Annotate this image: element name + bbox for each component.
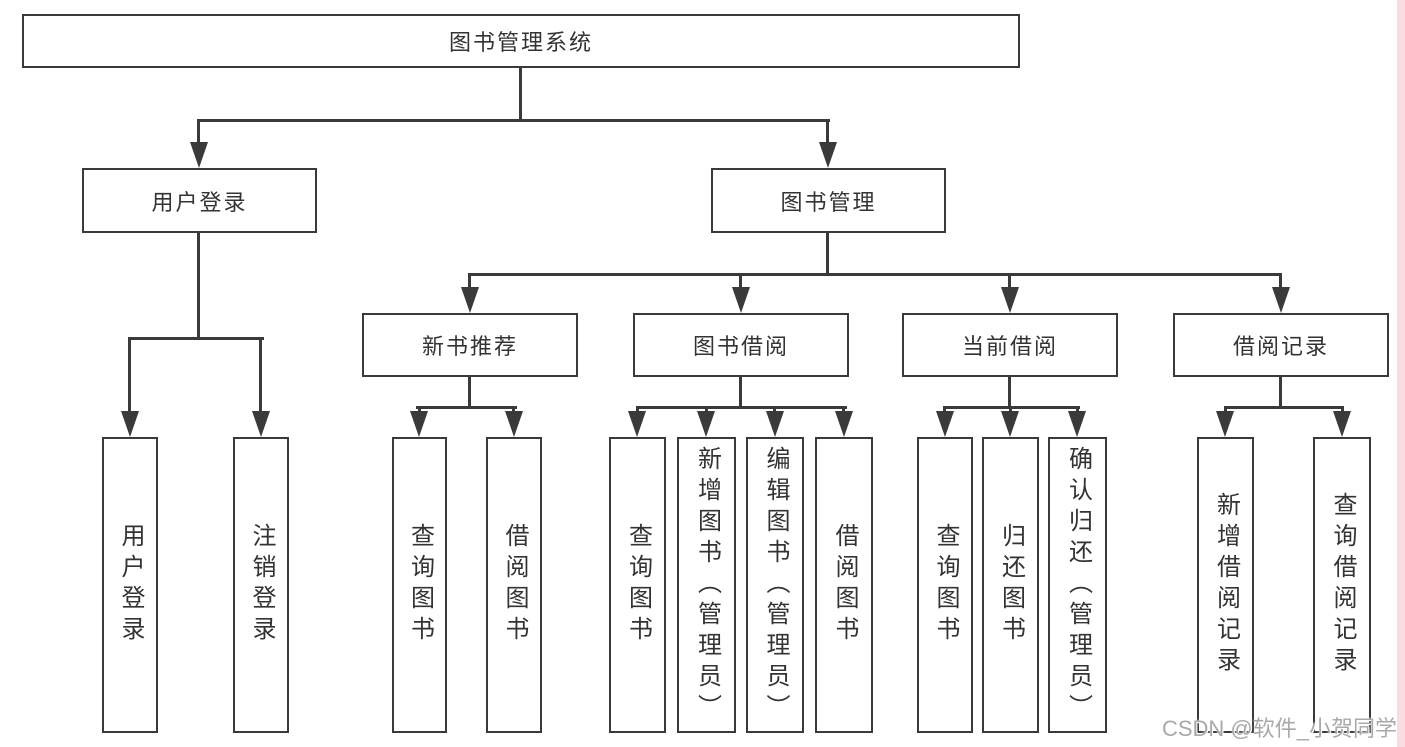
arrow-down-icon — [410, 411, 428, 437]
leaf-user-login-label: 用户登录 — [117, 523, 144, 647]
connector-line — [1008, 274, 1011, 290]
node-current-borrowing: 当前借阅 — [902, 313, 1118, 377]
leaf-return-books: 归还图书 — [982, 437, 1039, 733]
arrow-down-icon — [766, 411, 784, 437]
arrow-down-icon — [461, 287, 479, 313]
arrow-down-icon — [1001, 287, 1019, 313]
node-user-login: 用户登录 — [82, 168, 317, 233]
arrow-down-icon — [1272, 287, 1290, 313]
arrow-down-icon — [1333, 411, 1351, 437]
arrow-down-icon — [1216, 411, 1234, 437]
right-edge-strip — [1397, 0, 1405, 747]
connector-line — [259, 338, 262, 414]
leaf-borrow-books: 借阅图书 — [815, 437, 873, 733]
leaf-logout-label: 注销登录 — [248, 523, 275, 647]
leaf-query-books-current: 查询图书 — [917, 437, 973, 733]
leaf-confirm-return-admin-label: 确认归还（管理员） — [1064, 445, 1092, 725]
leaf-add-books-admin: 新增图书（管理员） — [677, 437, 736, 733]
leaf-borrow-books-newrec-label: 借阅图书 — [501, 523, 528, 647]
csdn-watermark: CSDN @软件_小贺同学 — [1161, 716, 1397, 741]
leaf-query-borrow-record: 查询借阅记录 — [1313, 437, 1371, 733]
leaf-add-borrow-record-label: 新增借阅记录 — [1212, 492, 1240, 678]
connector-line — [1279, 377, 1282, 408]
connector-line — [1008, 377, 1011, 408]
connector-line — [519, 68, 522, 122]
connector-line — [128, 338, 131, 414]
node-book-borrowing: 图书借阅 — [633, 313, 849, 377]
connector-line — [416, 406, 517, 409]
node-book-borrowing-label: 图书借阅 — [692, 334, 789, 359]
leaf-edit-books-admin-label: 编辑图书（管理员） — [762, 445, 789, 725]
arrow-down-icon — [190, 142, 208, 168]
connector-line — [636, 406, 847, 409]
arrow-down-icon — [628, 411, 646, 437]
connector-line — [468, 273, 1282, 276]
leaf-confirm-return-admin: 确认归还（管理员） — [1048, 437, 1107, 733]
leaf-add-borrow-record: 新增借阅记录 — [1197, 437, 1254, 733]
leaf-query-books-borrow-label: 查询图书 — [624, 523, 652, 647]
node-book-management: 图书管理 — [711, 168, 946, 233]
connector-line — [826, 120, 829, 148]
connector-line — [197, 120, 200, 148]
arrow-down-icon — [819, 142, 837, 168]
leaf-return-books-label: 归还图书 — [997, 523, 1025, 647]
arrow-down-icon — [936, 411, 954, 437]
leaf-logout: 注销登录 — [233, 437, 289, 733]
leaf-query-books-current-label: 查询图书 — [932, 523, 959, 647]
connector-line — [1279, 274, 1282, 290]
connector-line — [826, 233, 829, 275]
connector-line — [468, 377, 471, 408]
arrow-down-icon — [835, 411, 853, 437]
arrow-down-icon — [1068, 411, 1086, 437]
leaf-add-books-admin-label: 新增图书（管理员） — [693, 445, 721, 725]
arrow-down-icon — [121, 411, 139, 437]
connector-line — [1224, 406, 1344, 409]
leaf-edit-books-admin: 编辑图书（管理员） — [746, 437, 804, 733]
leaf-query-borrow-record-label: 查询借阅记录 — [1329, 492, 1356, 678]
leaf-borrow-books-newrec: 借阅图书 — [486, 437, 542, 733]
connector-line — [468, 274, 471, 290]
node-user-login-label: 用户登录 — [151, 189, 248, 215]
arrow-down-icon — [1001, 411, 1019, 437]
leaf-query-books-newrec-label: 查询图书 — [406, 523, 434, 647]
node-new-book-recommend-label: 新书推荐 — [421, 334, 518, 359]
connector-line — [739, 274, 742, 290]
node-book-management-label: 图书管理 — [780, 189, 877, 215]
connector-line — [128, 337, 264, 340]
connector-line — [197, 233, 200, 340]
node-borrowing-records-label: 借阅记录 — [1232, 334, 1329, 359]
connector-line — [739, 377, 742, 408]
arrow-down-icon — [252, 411, 270, 437]
arrow-down-icon — [697, 411, 715, 437]
node-new-book-recommend: 新书推荐 — [362, 313, 578, 377]
leaf-query-books-borrow: 查询图书 — [609, 437, 666, 733]
leaf-borrow-books-label: 借阅图书 — [831, 523, 858, 647]
connector-line — [197, 119, 830, 122]
arrow-down-icon — [732, 287, 750, 313]
leaf-query-books-newrec: 查询图书 — [392, 437, 447, 733]
node-borrowing-records: 借阅记录 — [1173, 313, 1389, 377]
leaf-user-login: 用户登录 — [102, 437, 158, 733]
arrow-down-icon — [505, 411, 523, 437]
node-root-label: 图书管理系统 — [448, 30, 593, 55]
node-root: 图书管理系统 — [22, 14, 1020, 68]
node-current-borrowing-label: 当前借阅 — [961, 334, 1058, 359]
